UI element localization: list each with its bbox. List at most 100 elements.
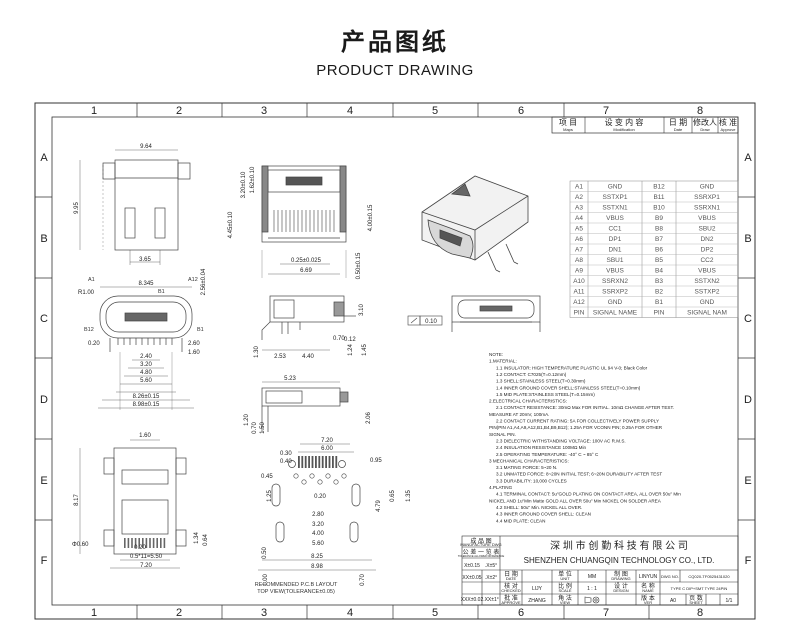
- col-label: 3: [261, 105, 267, 117]
- bottom-pin: [142, 538, 144, 548]
- dim-label: 0.5*11=5.50: [130, 554, 163, 560]
- dim-label: 0.64: [203, 534, 209, 546]
- pin-table-cell: GND: [700, 184, 715, 191]
- bottom-pin: [145, 538, 148, 548]
- dim-label: 8.25: [311, 554, 323, 560]
- tb-name-en: NAME: [642, 588, 654, 593]
- dim-label: 1.60: [139, 433, 151, 439]
- dim-label: 0.50: [262, 547, 268, 559]
- rear-view: [261, 165, 347, 278]
- tb-tolerance: 公 差 一 览 表: [463, 548, 500, 556]
- tb-checked: 核 对: [504, 582, 518, 590]
- mating-face-view: [98, 286, 194, 410]
- dim-label: 0.12: [344, 337, 356, 343]
- bottom-pin: [127, 538, 130, 548]
- note-line: 2.1 CONTACT RESISTANCE: 30mΩ Max FOR INI…: [496, 405, 674, 410]
- note-line: 4.PLATING: [489, 485, 513, 490]
- tb-dwgno-label: DWG NO.: [661, 574, 679, 579]
- tb-checked-en: CHECKED: [501, 588, 521, 593]
- dim-label: 1.50: [260, 422, 266, 434]
- dim-label: 4.00: [312, 531, 324, 537]
- pcb-caption-sub: TOP VIEW(TOLERANCE±0.05): [257, 589, 335, 595]
- dim-label: 4.79: [376, 500, 382, 512]
- pcb-through-hole: [341, 473, 347, 479]
- bottom-pin: [124, 538, 126, 548]
- pin-table-cell: SSTXP2: [695, 289, 720, 296]
- dim-label: 1.60: [188, 350, 200, 356]
- dim-label: 0.20: [88, 341, 100, 347]
- front-elevation-view: [451, 295, 541, 332]
- dim-label: 2.80: [312, 512, 324, 518]
- note-line: 4.3 INNER GROUND COVER SHELL: CLEAN: [496, 512, 591, 517]
- dim-label: 0.30: [280, 451, 292, 457]
- pcb-smt-pad: [332, 456, 334, 468]
- pin-table-cell: A5: [575, 226, 583, 233]
- rev-col-mod: 设 变 内 容: [605, 117, 644, 127]
- pcb-through-hole: [333, 479, 339, 485]
- outer-frame: [34, 102, 756, 620]
- pcb-smt-pad: [315, 456, 317, 468]
- note-line: 1.2 CONTACT: C7025(T=0.12mm): [496, 372, 567, 377]
- dim-label: 1.24: [348, 344, 354, 356]
- col-label: 4: [347, 105, 353, 117]
- dim-label: 1.30: [254, 346, 260, 358]
- rev-col-draw-en: Draw: [700, 127, 709, 132]
- tb-tol-value: X±0.15: [464, 563, 480, 569]
- flatness-icon: [410, 317, 418, 324]
- side-view: [261, 295, 356, 351]
- pcb-through-hole: [317, 479, 323, 485]
- rev-col-date: 日 期: [669, 118, 687, 127]
- pin-table-cell: A3: [575, 205, 583, 212]
- dim-label: Φ0.60: [72, 542, 89, 548]
- dim-label: 5.23: [284, 376, 296, 382]
- row-label: B: [40, 233, 47, 245]
- dim-label: 3.20±0.10: [241, 171, 247, 198]
- pin-table-cell: A8: [575, 257, 583, 264]
- rev-col-draw: 修改人: [693, 117, 717, 127]
- tb-tol-value: .X±2°: [485, 575, 497, 581]
- tb-scale-value: 1 : 1: [587, 586, 597, 592]
- col-label: 6: [518, 105, 524, 117]
- note-line: 4.2 SHELL: 50u" Min. NICKEL ALL OVER.: [496, 505, 582, 510]
- dim-width: 9.64: [140, 144, 152, 150]
- dim-label: 2.06: [366, 412, 372, 424]
- title-block: [461, 535, 739, 606]
- dim-label: 2.60: [188, 341, 200, 347]
- dim-label: 1.34: [194, 532, 200, 544]
- pin-table-cell: A12: [573, 299, 585, 306]
- dim-label: 1.20: [244, 414, 250, 426]
- tb-tol-value: XX±0.05: [462, 575, 481, 581]
- bottom-pin: [156, 538, 158, 548]
- pin-table-cell: A6: [575, 236, 583, 243]
- bottom-pin: [160, 538, 162, 548]
- dim-label: 4.40: [302, 354, 314, 360]
- pcb-smt-pad: [321, 456, 324, 468]
- dim-label: 1.25: [267, 490, 273, 502]
- col-label: 5: [432, 607, 438, 619]
- note-line: NICKEL AND 1u"Min Matte GOLD ALL OVER 50…: [489, 498, 662, 503]
- pcb-through-hole: [325, 473, 331, 479]
- tb-view: 角 法: [558, 594, 572, 602]
- pin-table-cell: CC2: [700, 257, 713, 264]
- pin-table-cell: SSRXN1: [694, 205, 720, 212]
- dim-label: 0.10: [425, 319, 437, 325]
- pin-table-header: SIGNAL NAM: [687, 310, 727, 317]
- pin-table-cell: VBUS: [606, 268, 624, 275]
- tb-date-en: DATE: [506, 576, 517, 581]
- tb-version: 版 本: [641, 594, 655, 602]
- row-label: D: [40, 394, 48, 406]
- dim-label: 1.35: [406, 490, 412, 502]
- col-label: 7: [603, 607, 609, 619]
- pin-table-cell: GND: [608, 184, 623, 191]
- pin-table-cell: A7: [575, 247, 583, 254]
- row-label: E: [40, 475, 47, 487]
- pcb-smt-pad: [301, 456, 304, 468]
- pin-table-cell: A4: [575, 215, 583, 222]
- dim-height: 9.95: [74, 202, 80, 214]
- pcb-caption: RECOMMENDED P.C.B LAYOUT: [255, 582, 338, 588]
- note-line: 4.1 TERMINAL CONTACT: 5u"GOLD PLATING ON…: [496, 492, 681, 497]
- pin-table-cell: CC1: [608, 226, 621, 233]
- tb-sheet-en: SHEET: [689, 600, 703, 605]
- row-label: C: [744, 313, 752, 325]
